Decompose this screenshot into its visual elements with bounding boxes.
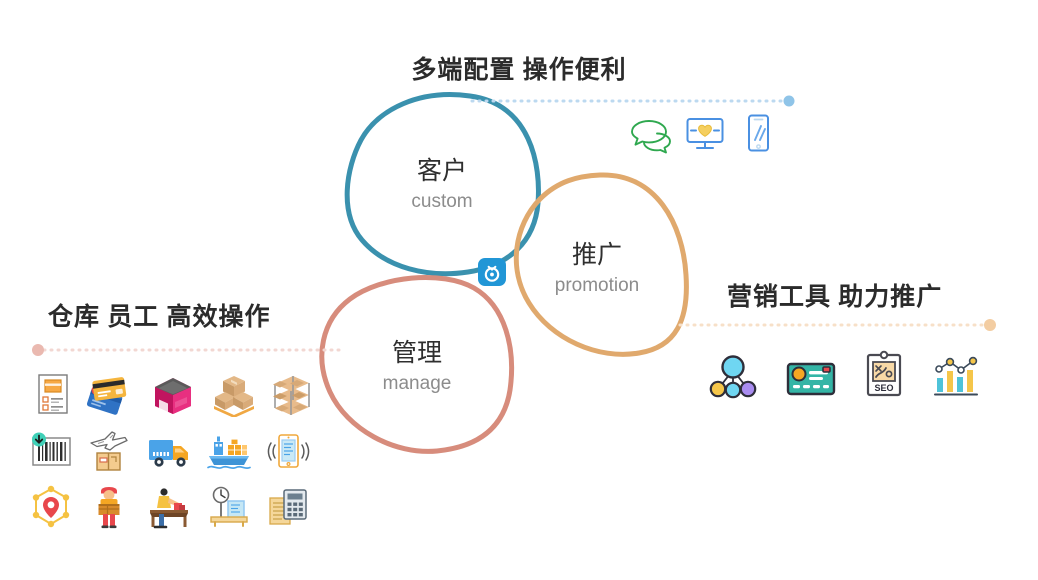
air-freight-icon: [85, 428, 131, 474]
inventory-list-icon: [30, 371, 76, 417]
weighing-scale-icon: [206, 484, 252, 530]
center-badge-icon: [478, 258, 506, 286]
section-title-right: 营销工具 助力推广: [727, 284, 943, 311]
credit-cards-icon: [86, 371, 132, 417]
connector-dot-right: [984, 319, 996, 331]
blob-label-promotion-en: promotion: [554, 275, 640, 297]
blob-label-manage: 管理 manage: [383, 338, 452, 398]
mobile-tracking-icon: [265, 428, 311, 474]
section-title-left: 仓库 员工 高效操作: [48, 304, 271, 331]
shelf-rack-icon: [268, 371, 314, 417]
monitor-heart-icon: [683, 114, 727, 154]
chat-bubbles-icon: [630, 116, 674, 156]
blob-label-custom-cn: 客户: [416, 157, 467, 185]
connector-dot-top: [783, 95, 795, 107]
coupon-card-icon: [785, 356, 837, 404]
blob-shape-manage: [319, 274, 515, 454]
packing-worker-icon: [146, 484, 192, 530]
mobile-phone-icon: [736, 113, 780, 153]
blob-shape-custom: [344, 92, 541, 277]
blob-shape-promotion: [513, 172, 689, 357]
location-network-icon: [28, 484, 74, 530]
barcode-scan-icon: [28, 428, 74, 474]
courier-person-icon: [86, 484, 132, 530]
blob-label-custom-en: custom: [411, 191, 473, 213]
pallet-boxes-icon: [211, 371, 257, 417]
seo-board-label: SEO: [874, 383, 893, 393]
connector-dot-left: [32, 344, 44, 356]
seo-board-icon: SEO: [858, 350, 910, 398]
warehouse-icon: [150, 371, 196, 417]
calculator-invoice-icon: [265, 484, 311, 530]
blob-label-manage-cn: 管理: [391, 339, 443, 367]
blob-label-custom: 客户 custom: [411, 156, 472, 216]
audience-network-icon: [707, 352, 759, 400]
delivery-truck-icon: [146, 428, 192, 474]
analytics-chart-icon: [932, 352, 984, 400]
cargo-ship-icon: [206, 428, 252, 474]
blob-label-promotion: 推广 promotion: [555, 240, 640, 300]
section-title-top: 多端配置 操作便利: [411, 57, 627, 84]
blob-label-promotion-cn: 推广: [571, 241, 622, 269]
blob-label-manage-en: manage: [382, 373, 452, 395]
